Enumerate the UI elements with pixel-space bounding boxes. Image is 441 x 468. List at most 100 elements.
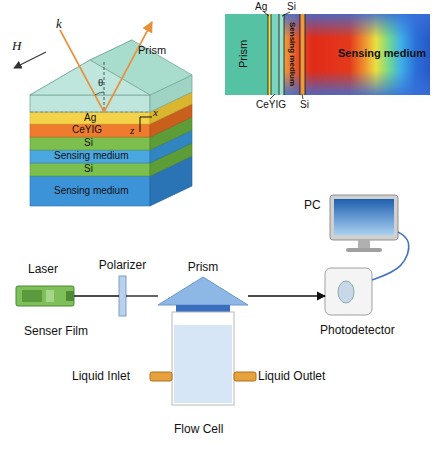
boundary-line: [284, 14, 285, 95]
layer-front: [30, 137, 150, 150]
angle-label: θ: [98, 76, 103, 89]
wavevector-label: k: [56, 16, 62, 32]
field-map-layer: [300, 14, 305, 95]
layer-boundaries: [264, 12, 305, 99]
leader-line: [270, 94, 275, 99]
flow-cell-body: [172, 312, 234, 405]
layer-front: [30, 150, 150, 163]
axis-label: x: [153, 106, 158, 119]
node-text: Photodetector: [320, 323, 395, 337]
leader-line: [282, 12, 290, 16]
axis-line: [140, 117, 152, 118]
boundary-line: [300, 14, 301, 95]
node-text: Si: [84, 137, 93, 149]
silicon-layer: Si: [30, 137, 150, 150]
region-label: Prism: [237, 40, 250, 68]
edge-group: [74, 232, 409, 296]
monitor-stand: [358, 240, 370, 248]
part-label: Liquid Outlet: [258, 369, 325, 383]
field-map-layer: [271, 14, 279, 95]
prism-base-front: [30, 95, 150, 112]
monitor-frame: [330, 195, 398, 240]
field-map-layer: [268, 14, 271, 95]
photodetector: Photodetector: [325, 268, 372, 315]
node-text: Ag: [84, 112, 96, 124]
laser-source: Laser: [16, 286, 74, 306]
boundary-line: [271, 14, 272, 95]
polarizer: Polarizer: [119, 276, 126, 316]
detector-window: [338, 281, 354, 303]
signal-cable: [372, 232, 409, 280]
axis-label: z: [130, 124, 134, 137]
boundary-line: [279, 14, 280, 95]
part-label: Senser Film: [24, 324, 88, 338]
light-beam: [74, 295, 119, 296]
field-label: H: [12, 38, 21, 54]
liquid: [174, 325, 232, 403]
prism-block: Prism: [30, 40, 192, 112]
layer-front: [30, 176, 150, 206]
node-text: CeYIG: [72, 124, 102, 136]
pc-monitor: PC: [330, 195, 398, 252]
angle-arc: [95, 92, 104, 95]
node-text: Sensing medium: [54, 150, 128, 162]
leader-line: [302, 94, 303, 99]
node-text: Flow Cell: [174, 422, 223, 436]
node-text: Sensing medium: [54, 185, 128, 197]
polarizer-plate: [119, 276, 126, 316]
light-beam: [248, 295, 325, 296]
field-map: [268, 14, 430, 95]
monitor-base: [346, 248, 382, 252]
laser-detail: [22, 290, 42, 302]
node-text: PC: [304, 198, 321, 212]
prism-shape: [158, 277, 248, 305]
node-text: Prism: [138, 44, 166, 57]
layer-label: Si: [300, 99, 309, 111]
incident-beam: [60, 30, 104, 112]
layer-label: CeYIG: [256, 99, 286, 111]
laser-aperture: [66, 291, 74, 301]
node-text: Si: [84, 163, 93, 175]
field-map-prism: [225, 14, 268, 95]
field-arrow: [14, 52, 46, 68]
layer-front: [30, 163, 150, 176]
layer-label: Ag: [255, 1, 267, 13]
layer-front: [30, 124, 150, 137]
silicon-layer: Si: [30, 163, 150, 176]
node-text: Prism: [188, 260, 219, 274]
leader-line: [264, 12, 269, 16]
laser-detail: [46, 290, 54, 302]
flow-cell: Flow Cell: [172, 312, 234, 405]
prism: Prism: [158, 277, 248, 305]
field-map-shade: [284, 14, 430, 95]
region-label: Sensing medium: [287, 22, 297, 86]
reflected-beam: [104, 22, 152, 112]
boundary-line: [305, 14, 306, 95]
field-map-layer: [279, 14, 284, 95]
region-label: Sensing medium: [338, 47, 426, 60]
layer-label: Si: [287, 1, 296, 13]
laser-body: [16, 286, 74, 306]
layer-front: [30, 112, 150, 124]
outlet-port: [234, 372, 256, 381]
normal-line: [104, 62, 105, 112]
axis-line: [140, 117, 141, 132]
light-beam: [126, 295, 158, 296]
inlet-port: [150, 372, 172, 381]
sensing-layer: Sensing medium: [30, 150, 150, 163]
node-text: Laser: [28, 262, 58, 276]
prism-front-face: [30, 60, 150, 95]
monitor-screen: [334, 199, 394, 235]
part-label: Liquid Inlet: [72, 369, 130, 383]
sensing-layer: Sensing medium: [30, 176, 150, 206]
silver-layer: Ag: [30, 112, 150, 124]
node-text: Polarizer: [99, 258, 146, 272]
boundary-line: [268, 14, 269, 95]
sensor-film: [176, 305, 230, 312]
photodetector-body: [325, 268, 372, 315]
